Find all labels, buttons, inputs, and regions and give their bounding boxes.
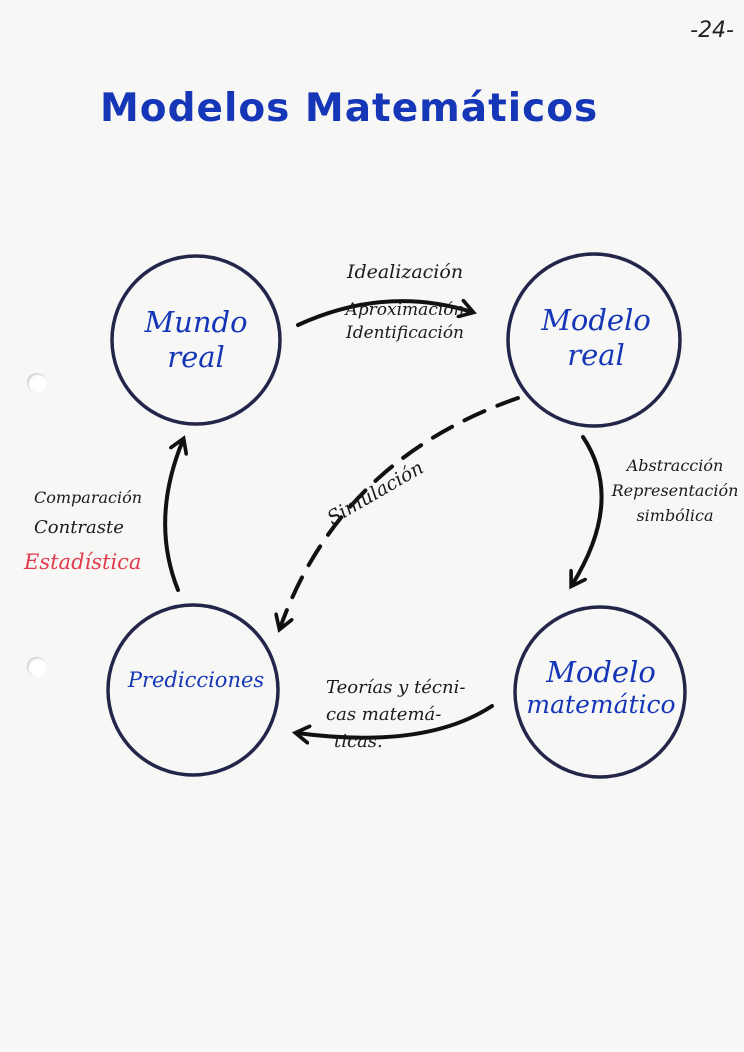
node-label-line: Mundo <box>144 305 248 339</box>
edge-label-line-red: Estadística <box>24 549 142 574</box>
edge-label-top: Idealización Aproximación Identificación <box>330 258 480 342</box>
edge-label-right: Abstracción Representación simbólica <box>608 454 742 528</box>
node-label-line: real <box>167 339 225 374</box>
node-circle-modelo-real <box>506 252 682 428</box>
node-label-modelo-real: Modelo real <box>521 303 671 373</box>
page-number: -24- <box>690 18 734 43</box>
arrow-simulacion <box>280 396 520 628</box>
arrow-abstraccion <box>572 435 604 585</box>
node-label-line: real <box>567 337 625 372</box>
edge-label-line: simbólica <box>636 505 714 525</box>
edge-label-line: Idealización <box>346 261 464 283</box>
edge-label-line: Teorías y técni- <box>326 677 466 698</box>
edge-label-line: Aproximación <box>345 300 465 321</box>
edge-label-left: Comparación Contraste Estadística <box>24 484 142 580</box>
arrow-teorias <box>297 704 494 738</box>
edge-label-line: Comparación <box>34 488 143 507</box>
edge-label-line: ticas. <box>334 731 383 752</box>
node-label-modelo-matematico: Modelo matemático <box>517 655 685 720</box>
edge-label-simulacion: Simulación <box>324 457 428 530</box>
edge-label-line: Abstracción <box>626 456 724 475</box>
node-label-mundo-real: Mundo real <box>126 305 266 375</box>
node-label-line: matemático <box>526 689 676 719</box>
node-label-predicciones: Predicciones <box>121 668 271 693</box>
node-label-line: Modelo <box>541 303 651 337</box>
node-circle-predicciones <box>106 603 280 777</box>
arrow-idealizacion <box>296 301 472 327</box>
arrow-comparacion <box>163 440 183 592</box>
node-circle-mundo-real <box>110 254 282 426</box>
page-title: Modelos Matemáticos <box>100 86 599 131</box>
edge-label-line: Representación <box>611 480 739 500</box>
node-label-line: Modelo <box>546 655 656 689</box>
punch-hole <box>27 657 47 677</box>
edge-label-line: Contraste <box>34 517 124 538</box>
edge-label-line: cas matemá- <box>326 704 442 725</box>
node-circle-modelo-matematico <box>513 605 687 779</box>
punch-hole <box>27 373 47 393</box>
node-label-line: Predicciones <box>127 668 265 692</box>
edge-label-line: Identificación <box>345 322 464 343</box>
edge-label-bottom: Teorías y técni- cas matemá- ticas. <box>326 674 465 755</box>
